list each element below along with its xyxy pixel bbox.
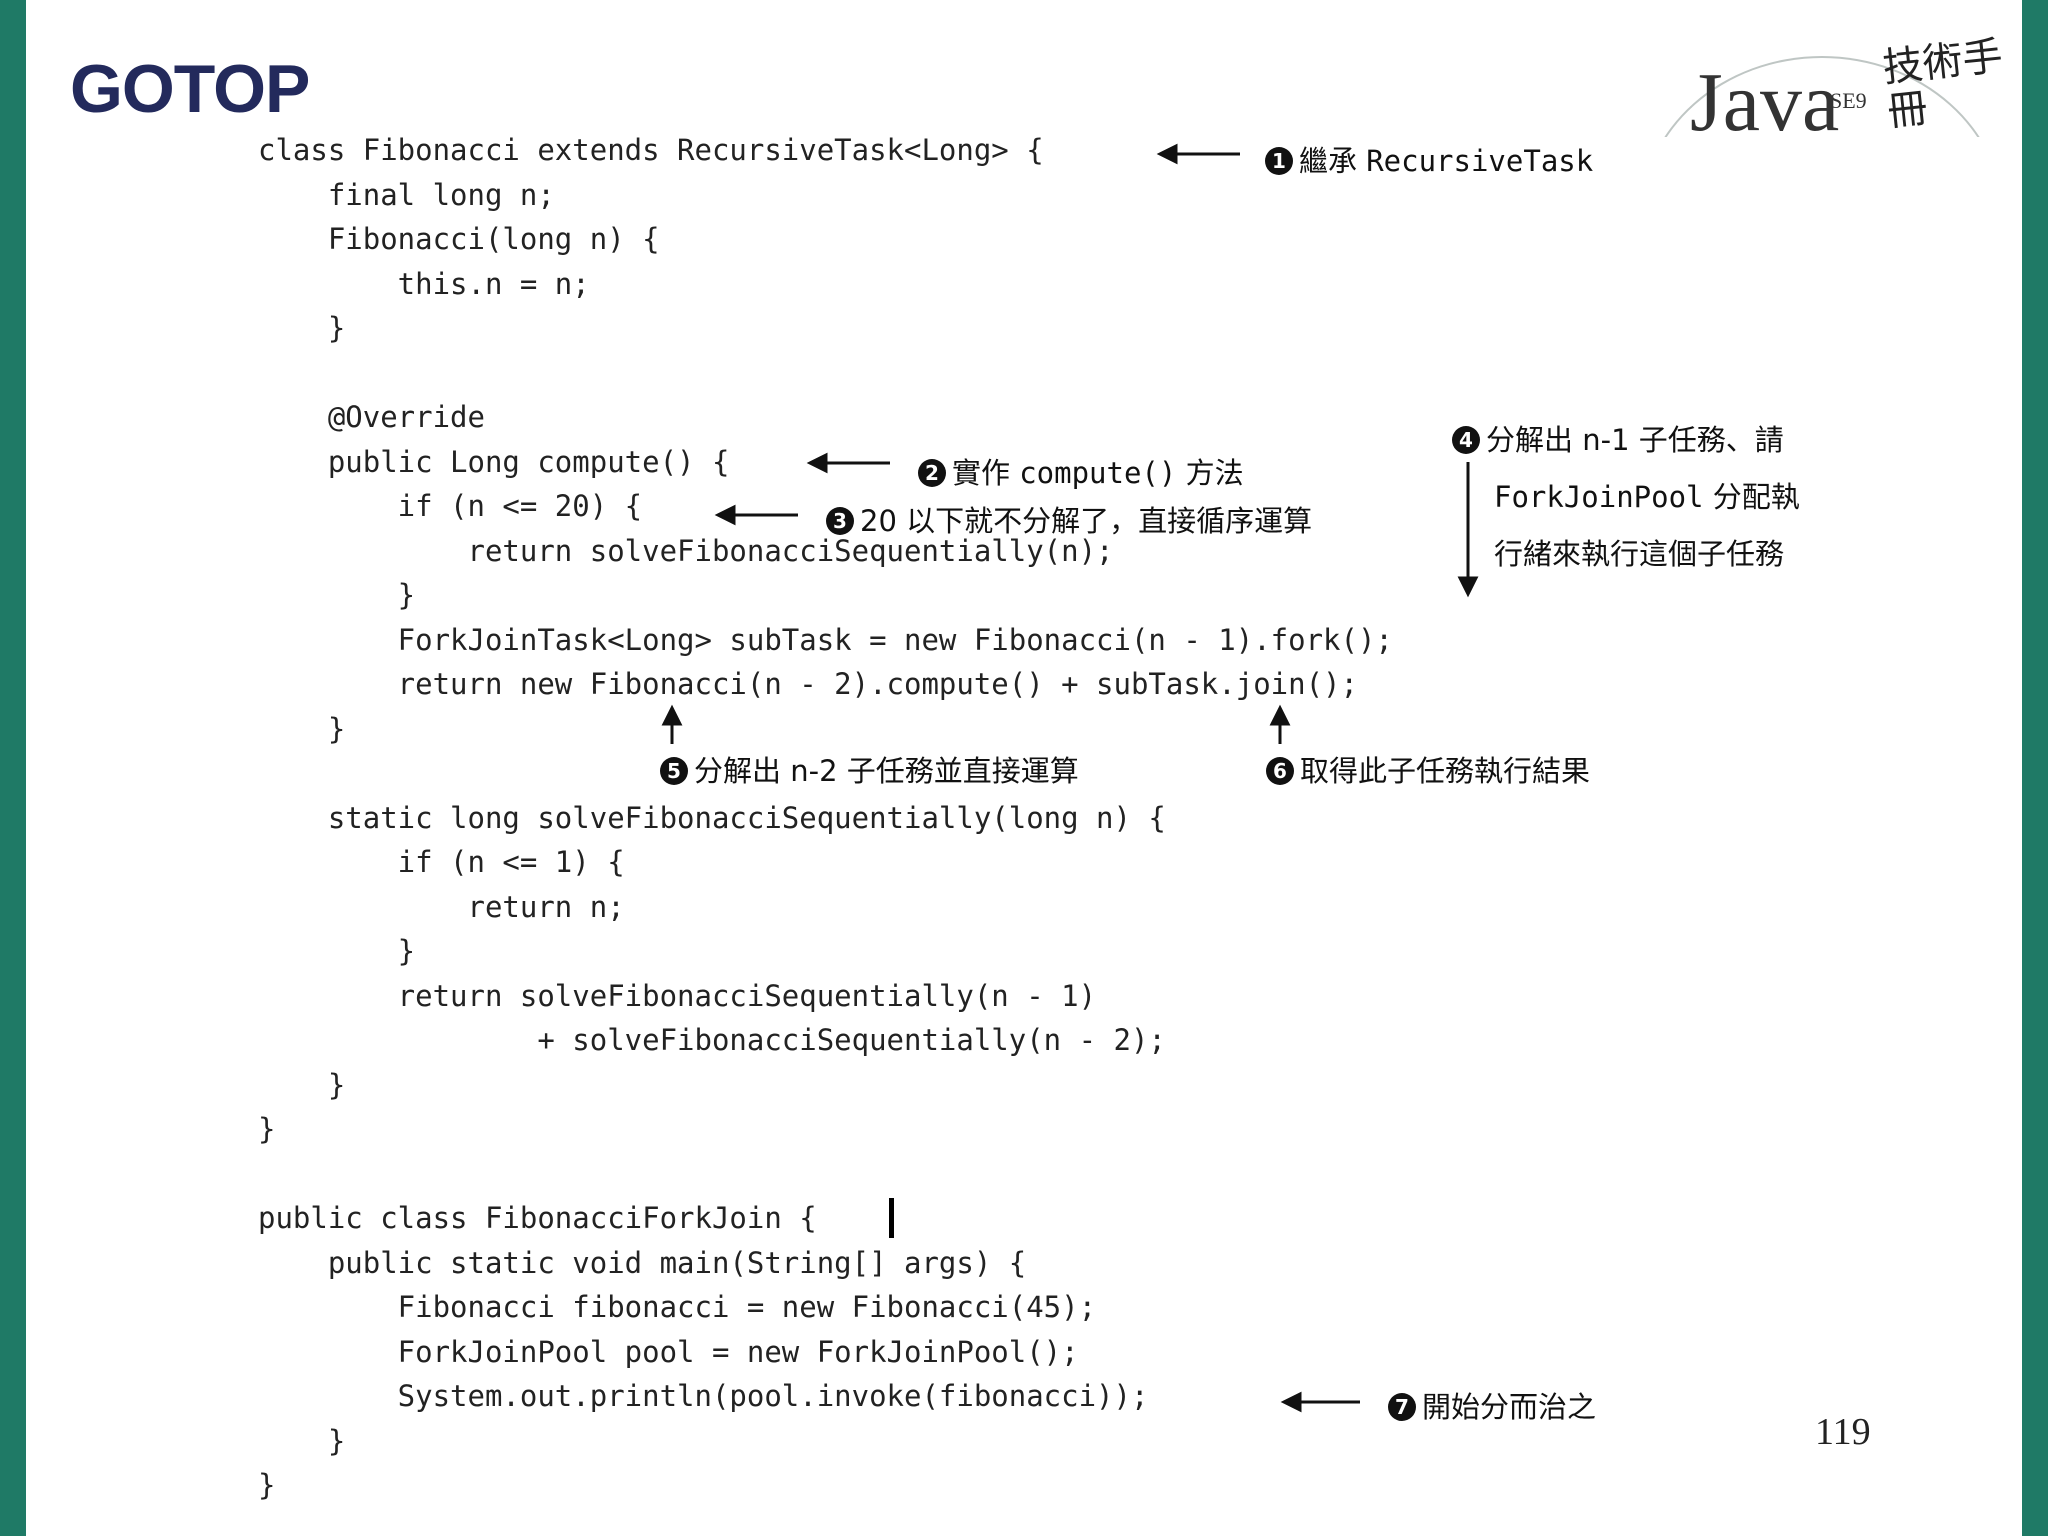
annotation-text: 20 以下就不分解了，直接循序運算 bbox=[860, 504, 1313, 538]
annotation-number: 3 bbox=[826, 507, 854, 535]
arrow-4-head bbox=[1457, 576, 1479, 598]
annotation-text: 分解出 n-1 子任務、請 bbox=[1486, 423, 1784, 457]
annotation-text: 實作 bbox=[952, 456, 1020, 490]
annotation-number: 4 bbox=[1452, 426, 1480, 454]
annotation-line: ForkJoinPool 分配執 bbox=[1452, 469, 1800, 526]
arrow-5-head bbox=[661, 704, 683, 726]
annotation-text-tail: 方法 bbox=[1176, 456, 1244, 490]
right-accent-bar bbox=[2022, 0, 2048, 1536]
annotation-text: 分解出 n-2 子任務並直接運算 bbox=[694, 754, 1079, 788]
annotation-code: ForkJoinPool bbox=[1494, 480, 1704, 514]
arrow-6-head bbox=[1269, 704, 1291, 726]
arrow-1-head bbox=[1156, 143, 1178, 165]
book-brand: Java SE9 技術手冊 bbox=[1630, 33, 2010, 180]
annotation-number: 5 bbox=[660, 757, 688, 785]
annotation-text: 繼承 bbox=[1299, 144, 1367, 178]
annotation-number: 2 bbox=[918, 459, 946, 487]
annotation-text: 行緒來執行這個子任務 bbox=[1494, 537, 1785, 571]
annotation-text: 開始分而治之 bbox=[1422, 1390, 1597, 1424]
page-number: 119 bbox=[1815, 1411, 1871, 1453]
left-accent-bar bbox=[0, 0, 26, 1536]
code-listing: class Fibonacci extends RecursiveTask<Lo… bbox=[258, 133, 1393, 1502]
brand-version: SE9 bbox=[1830, 88, 1867, 113]
annotation-code: RecursiveTask bbox=[1366, 144, 1594, 178]
annotation-text: 分配執 bbox=[1703, 480, 1800, 514]
brand-title: Java bbox=[1690, 56, 1840, 149]
annotation-code: compute() bbox=[1019, 456, 1177, 490]
text-cursor bbox=[889, 1198, 894, 1238]
arrow-3-head bbox=[714, 504, 736, 526]
annotation-number: 6 bbox=[1266, 757, 1294, 785]
annotation-number: 1 bbox=[1265, 147, 1293, 175]
arrow-7-head bbox=[1280, 1391, 1302, 1413]
annotation-line: 行緒來執行這個子任務 bbox=[1452, 526, 1800, 583]
annotation-text: 取得此子任務執行結果 bbox=[1300, 754, 1591, 788]
annotation-number: 7 bbox=[1388, 1393, 1416, 1421]
publisher-logo: GOTOP bbox=[70, 51, 310, 127]
arrow-2-head bbox=[806, 452, 828, 474]
